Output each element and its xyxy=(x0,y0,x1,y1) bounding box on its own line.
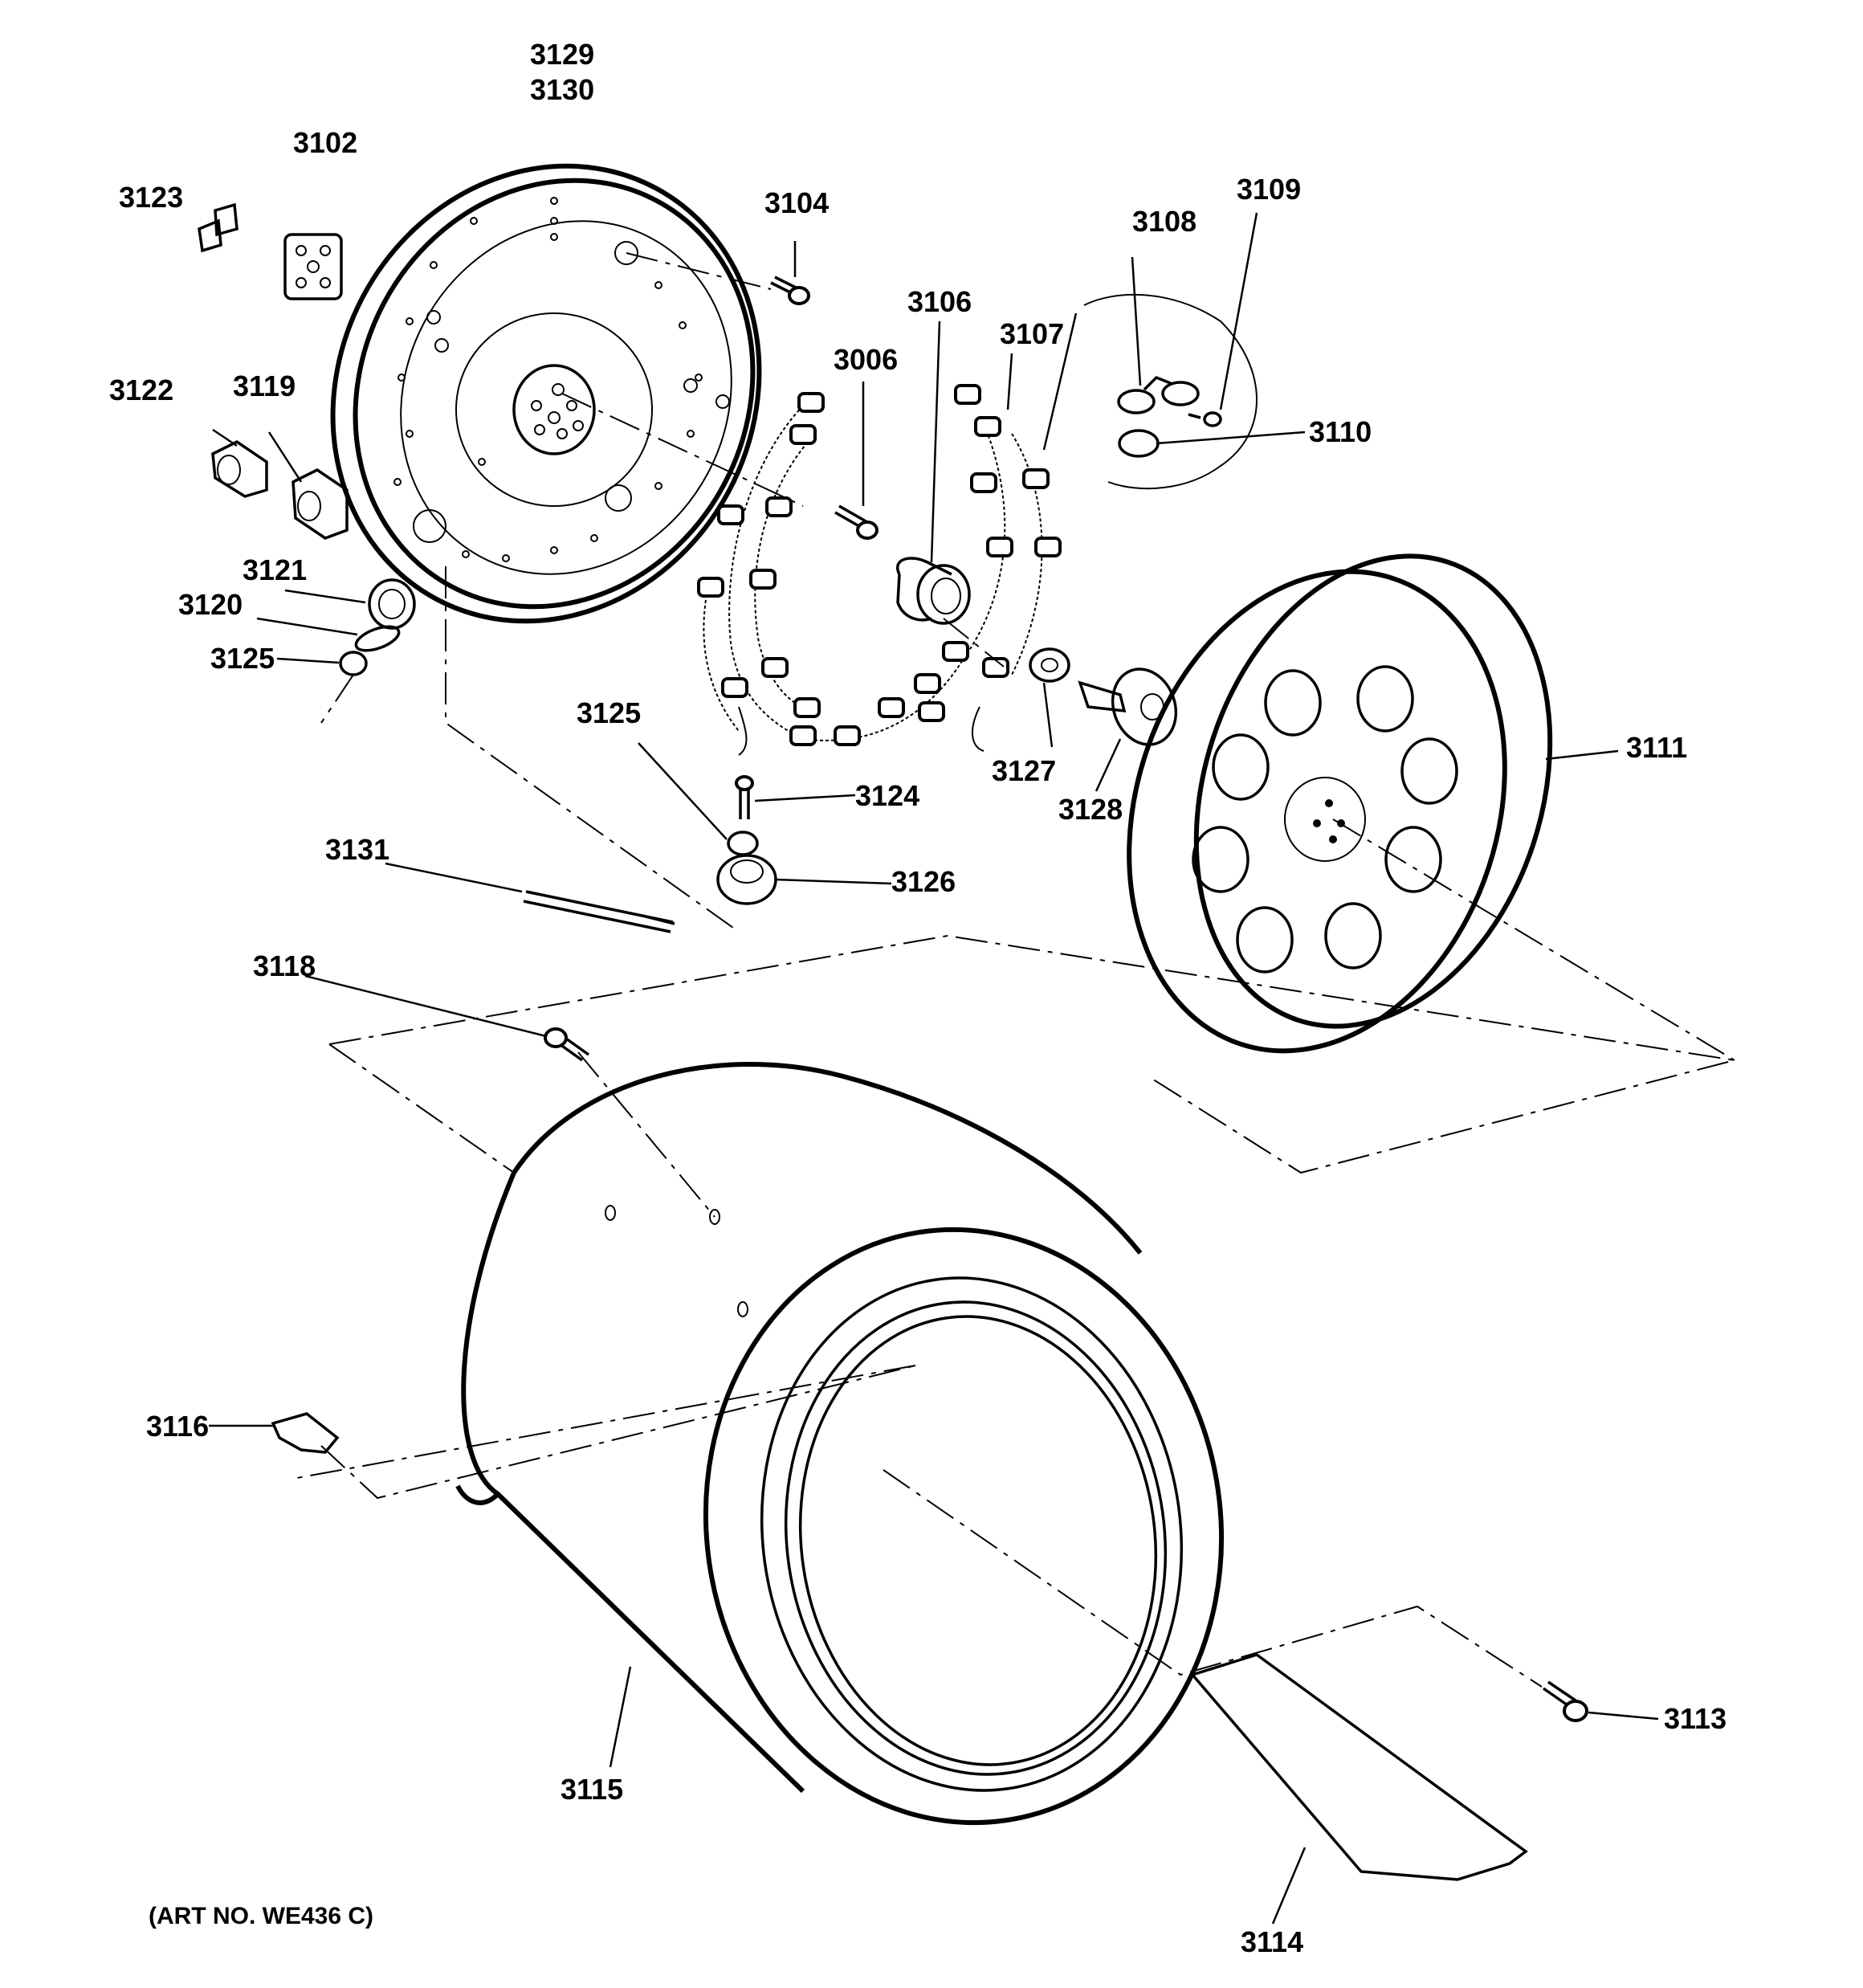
detail-circle xyxy=(1083,293,1258,490)
roller-3121 xyxy=(368,578,416,630)
label-3110: 3110 xyxy=(1309,415,1372,448)
label-3113: 3113 xyxy=(1664,1702,1726,1735)
label-3108: 3108 xyxy=(1132,205,1196,238)
front-drum-cover xyxy=(1127,553,1553,1054)
label-3121: 3121 xyxy=(243,553,307,586)
bracket-3122 xyxy=(211,439,268,498)
shaft-3131 xyxy=(523,890,675,933)
shaft-3128 xyxy=(1078,680,1127,713)
washer-3127 xyxy=(1029,647,1070,683)
label-3122: 3122 xyxy=(109,374,173,406)
label-3118: 3118 xyxy=(253,949,316,982)
label-3123: 3123 xyxy=(119,181,183,214)
label-3125-middle: 3125 xyxy=(577,696,641,729)
label-3107: 3107 xyxy=(1000,317,1064,350)
bracket-3119 xyxy=(291,467,349,540)
clip-3116 xyxy=(271,1412,340,1454)
bulkhead-holes xyxy=(393,197,730,562)
cover-holes xyxy=(1192,665,1458,974)
rear-bulkhead xyxy=(330,163,762,624)
roller-3126 xyxy=(716,854,777,905)
leader-lines xyxy=(209,212,1659,1925)
drum xyxy=(455,1062,1225,1826)
label-3130: 3130 xyxy=(530,73,594,106)
label-3104: 3104 xyxy=(764,186,829,219)
bushing-3106 xyxy=(896,557,952,576)
label-3129: 3129 xyxy=(530,38,594,71)
small-parts xyxy=(198,202,1588,1881)
art-number: (ART NO. WE436 C) xyxy=(149,1903,373,1929)
pad-3102 xyxy=(283,233,343,300)
nut-3110 xyxy=(1118,429,1160,458)
nut-3125-middle xyxy=(727,831,759,856)
part-labels: 3129 3130 3102 3123 3104 3106 3107 3108 … xyxy=(109,38,1726,1958)
label-3127: 3127 xyxy=(992,754,1056,787)
label-3120: 3120 xyxy=(178,588,243,621)
screw-3113 xyxy=(1542,1680,1576,1708)
label-3119: 3119 xyxy=(233,369,296,402)
label-3124: 3124 xyxy=(855,779,919,812)
label-3006: 3006 xyxy=(834,343,898,376)
label-3126: 3126 xyxy=(891,865,956,898)
label-3111: 3111 xyxy=(1626,731,1687,764)
nut-3125-left xyxy=(339,651,368,676)
label-3128: 3128 xyxy=(1058,793,1123,826)
label-3116: 3116 xyxy=(146,1410,209,1443)
label-3115: 3115 xyxy=(561,1773,623,1806)
clip-3123 xyxy=(198,202,238,253)
label-3109: 3109 xyxy=(1237,173,1301,206)
label-3131: 3131 xyxy=(325,833,389,866)
roller-springs xyxy=(697,384,1062,756)
baffle-3114 xyxy=(1189,1653,1528,1881)
label-3114: 3114 xyxy=(1241,1925,1303,1958)
label-3102: 3102 xyxy=(293,126,357,159)
assembly-lines xyxy=(296,252,1735,1688)
screw-3109 xyxy=(1203,411,1222,427)
label-3125-left: 3125 xyxy=(210,642,275,675)
spring-3108 xyxy=(1117,389,1156,414)
label-3106: 3106 xyxy=(907,285,972,318)
washer-3120 xyxy=(354,625,401,652)
